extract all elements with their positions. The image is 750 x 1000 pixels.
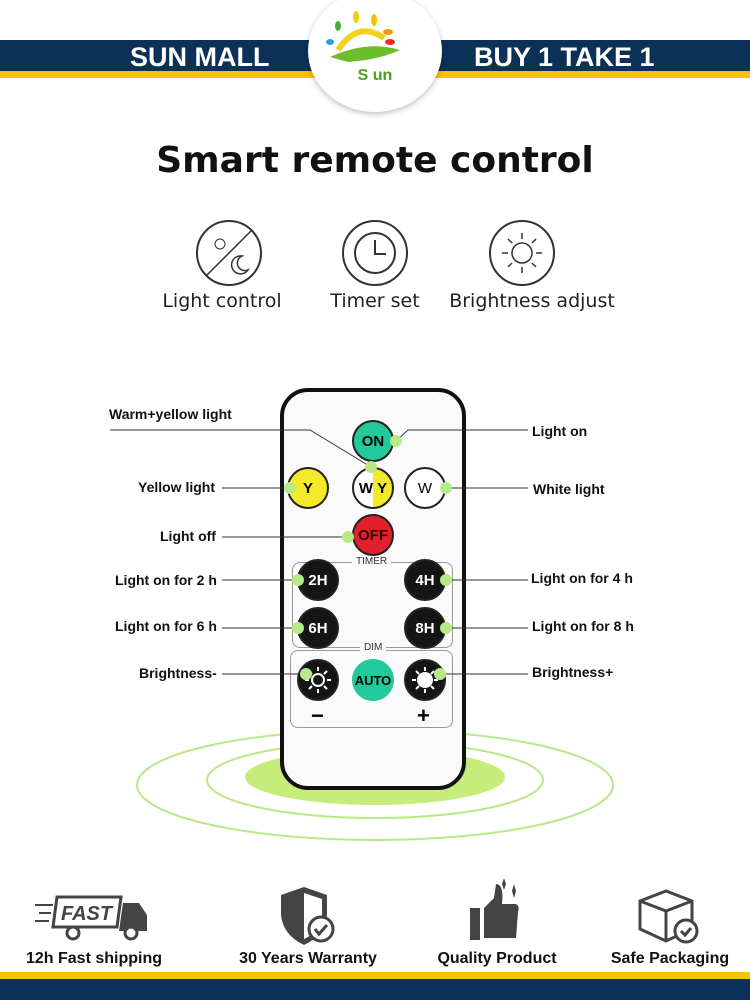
dot: [284, 482, 296, 494]
dot: [440, 622, 452, 634]
svg-text:S un: S un: [358, 67, 393, 84]
footer-quality: Quality Product: [437, 950, 557, 967]
label-2h: Light on for 2 h: [115, 572, 217, 588]
dot: [390, 435, 402, 447]
minus-sign: −: [311, 703, 324, 728]
dot: [342, 531, 354, 543]
truck-icon: FAST: [35, 895, 147, 941]
dot: [434, 668, 446, 680]
label-4h: Light on for 4 h: [531, 570, 633, 586]
label-brightness-minus: Brightness-: [139, 665, 217, 681]
label-off: Light off: [160, 528, 216, 544]
label-6h: Light on for 6 h: [115, 618, 217, 634]
clock-icon: [342, 220, 408, 286]
label-warm-yellow: Warm+yellow light: [109, 406, 232, 422]
timer-8h-button[interactable]: 8H: [404, 607, 446, 649]
label-light-on: Light on: [532, 423, 588, 439]
dot: [292, 574, 304, 586]
wy-w: W: [358, 479, 373, 497]
feature-light-control: Light control: [162, 290, 282, 312]
dot: [440, 482, 452, 494]
footer-warranty: 30 Years Warranty: [239, 950, 377, 967]
truck-fast-text: FAST: [61, 903, 114, 925]
footer-band: [0, 972, 750, 1000]
off-button[interactable]: OFF: [352, 514, 394, 556]
plus-sign: +: [417, 703, 430, 728]
footer-packaging: Safe Packaging: [610, 950, 730, 967]
store-name: SUN MALL: [130, 42, 270, 72]
promo-text: BUY 1 TAKE 1: [474, 42, 655, 72]
dot: [365, 461, 377, 473]
on-button[interactable]: ON: [352, 420, 394, 462]
label-brightness-plus: Brightness+: [532, 664, 614, 680]
footer-fast-shipping: 12h Fast shipping: [25, 950, 162, 967]
shield-check-icon: [281, 887, 335, 945]
yellow-button[interactable]: Y: [287, 467, 329, 509]
label-white: White light: [533, 481, 605, 497]
dot: [300, 668, 312, 680]
dot: [292, 622, 304, 634]
thumbs-up-icon: [470, 878, 519, 940]
sun-moon-icon: [196, 220, 262, 286]
auto-button[interactable]: AUTO: [352, 659, 394, 701]
sun-logo: S un: [308, 0, 442, 112]
label-8h: Light on for 8 h: [532, 618, 634, 634]
timer-label: TIMER: [352, 556, 392, 568]
label-yellow: Yellow light: [138, 479, 216, 495]
dim-label: DIM: [360, 642, 387, 654]
sun-icon: [489, 220, 555, 286]
feature-brightness-adjust: Brightness adjust: [449, 290, 615, 312]
timer-2h-button[interactable]: 2H: [297, 559, 339, 601]
warm-yellow-button[interactable]: W Y: [352, 467, 394, 509]
package-check-icon: [638, 889, 699, 944]
brightness-up-button[interactable]: [404, 659, 446, 701]
page-title: Smart remote control: [156, 140, 594, 181]
bright-sun-icon: [412, 667, 438, 693]
wy-y: Y: [377, 479, 388, 497]
brightness-down-button[interactable]: [297, 659, 339, 701]
dot: [440, 574, 452, 586]
feature-timer-set: Timer set: [330, 290, 420, 312]
